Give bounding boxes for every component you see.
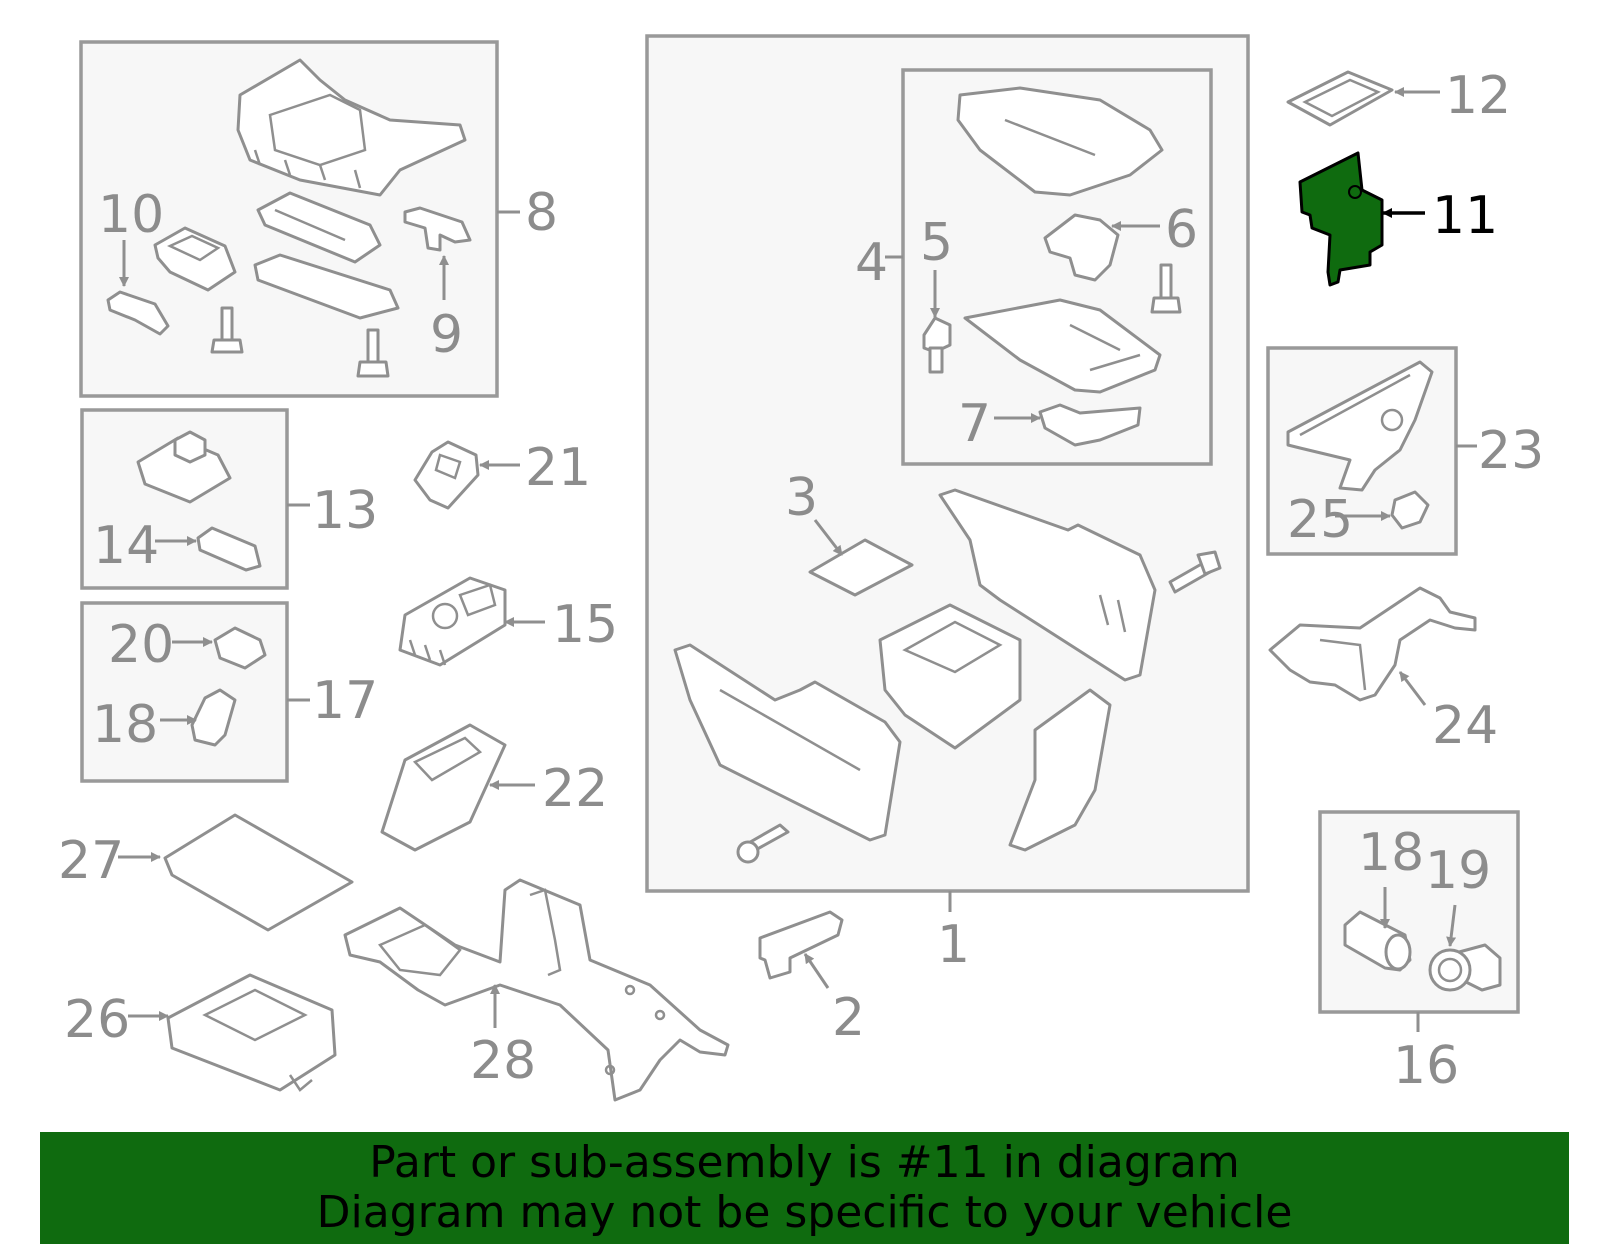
part-25-clip	[1390, 490, 1430, 530]
part-20-cap	[213, 626, 267, 670]
part-21-switch	[413, 440, 480, 510]
callout-17: 17	[312, 671, 378, 731]
part-24-bracket	[1268, 586, 1477, 702]
part-1-rear-panel	[1008, 688, 1112, 852]
callout-22: 22	[542, 759, 608, 819]
callout-7: 7	[958, 394, 991, 454]
part-1-storage-bin	[878, 603, 1022, 750]
part-14-trim	[196, 526, 262, 572]
callout-26: 26	[64, 990, 130, 1050]
callout-13: 13	[312, 481, 378, 541]
callout-10: 10	[98, 185, 164, 245]
part-5-bumper	[922, 316, 952, 374]
part-28-bracket	[343, 878, 730, 1102]
part-1-right-side-panel	[938, 488, 1157, 682]
part-18-socket	[190, 688, 237, 747]
callout-27: 27	[58, 831, 124, 891]
part-18-socket-assy	[1343, 910, 1412, 972]
callout-25: 25	[1287, 490, 1353, 550]
callout-6: 6	[1165, 200, 1198, 260]
part-11-highlighted	[1298, 151, 1384, 287]
callout-28: 28	[470, 1031, 536, 1091]
callout-2: 2	[832, 988, 865, 1048]
group-box-17	[80, 601, 289, 783]
callout-24: 24	[1432, 696, 1498, 756]
part-1-screw-right	[1168, 550, 1222, 594]
banner-line-1: Part or sub-assembly is #11 in diagram	[369, 1137, 1240, 1188]
callout-1: 1	[937, 915, 970, 975]
banner-line-2: Diagram may not be specific to your vehi…	[316, 1187, 1293, 1238]
part-23-parking-brake	[1286, 360, 1434, 492]
callout-5: 5	[920, 213, 953, 273]
callout-4: 4	[855, 233, 888, 293]
part-27-mat	[163, 813, 354, 932]
callout-15: 15	[552, 595, 618, 655]
part-15-switch-panel	[398, 576, 507, 667]
callout-12: 12	[1445, 66, 1511, 126]
callout-16: 16	[1393, 1036, 1459, 1096]
callout-3: 3	[785, 468, 818, 528]
part-6-latch	[1043, 213, 1120, 282]
part-12-mat	[1286, 70, 1394, 127]
part-13-shifter	[136, 430, 232, 504]
callout-8: 8	[525, 183, 558, 243]
part-4-armrest-base	[963, 298, 1162, 394]
part-4-screw	[1150, 263, 1182, 314]
part-3-pad	[808, 538, 914, 597]
part-7-hinge	[1038, 403, 1142, 447]
callout-21: 21	[525, 438, 591, 498]
callout-11: 11	[1432, 186, 1498, 246]
part-8-center-console-top	[236, 58, 467, 320]
part-19-socket-bezel	[1428, 943, 1502, 992]
callout-19: 19	[1425, 841, 1491, 901]
callout-9: 9	[430, 305, 463, 365]
part-22-bin	[380, 723, 507, 852]
callout-18: 18	[92, 695, 158, 755]
part-8-screws	[210, 306, 390, 378]
part-1-left-side-panel	[673, 643, 902, 842]
info-banner: Part or sub-assembly is #11 in diagram D…	[40, 1132, 1569, 1244]
callout-18-box16: 18	[1358, 823, 1424, 883]
callout-14: 14	[93, 516, 159, 576]
part-9-clip	[403, 206, 472, 252]
callout-20: 20	[108, 615, 174, 675]
part-2-clip	[758, 910, 844, 980]
part-26-module	[166, 973, 337, 1092]
part-10-bracket	[106, 290, 170, 336]
callout-23: 23	[1478, 421, 1544, 481]
part-4-armrest-lid	[956, 86, 1164, 197]
part-1-screw-left	[736, 823, 790, 864]
part-10-housing	[153, 226, 237, 292]
